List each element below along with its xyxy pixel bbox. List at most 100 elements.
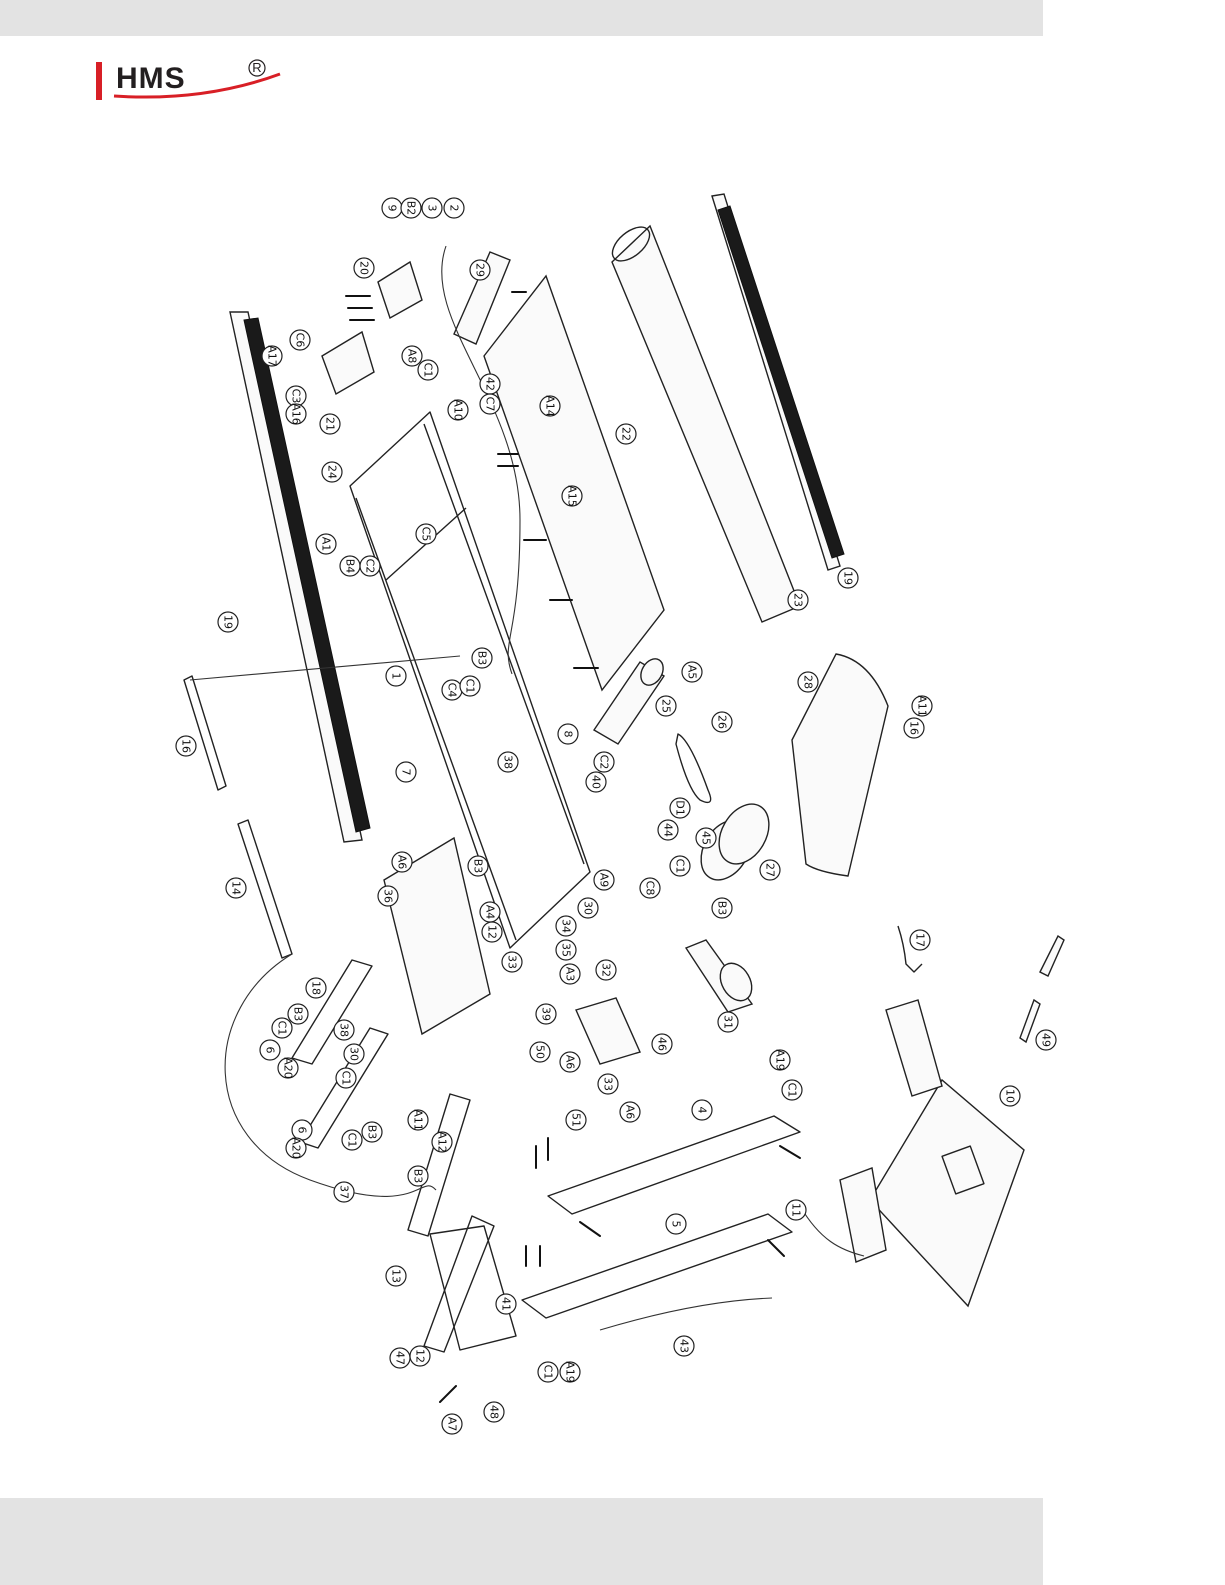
svg-text:C5: C5 bbox=[420, 527, 433, 542]
callout-33-a: 33 bbox=[501, 951, 523, 973]
logo-red-bar bbox=[96, 62, 102, 100]
callout-C4: C4 bbox=[441, 679, 463, 701]
callout-23: 23 bbox=[787, 589, 809, 611]
callout-13: 13 bbox=[385, 1265, 407, 1287]
callout-A19-a: A19 bbox=[769, 1049, 791, 1071]
callout-2: 2 bbox=[443, 197, 465, 219]
callout-12-a: 12 bbox=[481, 921, 503, 943]
svg-text:45: 45 bbox=[700, 831, 713, 845]
callout-10: 10 bbox=[999, 1085, 1021, 1107]
callout-C6: C6 bbox=[289, 329, 311, 351]
svg-text:33: 33 bbox=[506, 955, 519, 969]
svg-text:43: 43 bbox=[678, 1339, 691, 1353]
svg-text:9: 9 bbox=[386, 205, 399, 212]
callout-16-left: 16 bbox=[175, 735, 197, 757]
logo-brand-text: HMS bbox=[116, 62, 186, 95]
callout-40: 40 bbox=[585, 771, 607, 793]
callout-43: 43 bbox=[673, 1335, 695, 1357]
svg-text:A20: A20 bbox=[290, 1137, 303, 1159]
callout-C8: C8 bbox=[639, 877, 661, 899]
callout-A4: A4 bbox=[479, 901, 501, 923]
callout-27: 27 bbox=[759, 859, 781, 881]
svg-text:A6: A6 bbox=[564, 1055, 577, 1070]
svg-text:C1: C1 bbox=[346, 1133, 359, 1148]
svg-text:3: 3 bbox=[426, 205, 439, 212]
callout-28: 28 bbox=[797, 671, 819, 693]
rear-end-caps bbox=[321, 260, 423, 396]
svg-text:16: 16 bbox=[908, 721, 921, 735]
svg-text:C1: C1 bbox=[542, 1365, 555, 1380]
callout-C1-d: C1 bbox=[271, 1017, 293, 1039]
svg-text:26: 26 bbox=[716, 715, 729, 729]
svg-text:A11: A11 bbox=[916, 695, 929, 717]
svg-text:6: 6 bbox=[296, 1127, 309, 1134]
svg-text:30: 30 bbox=[582, 901, 595, 915]
callout-C1-e: C1 bbox=[335, 1067, 357, 1089]
callout-B4: B4 bbox=[339, 555, 361, 577]
logo-registered-mark: R bbox=[252, 60, 261, 75]
wire-harness-main bbox=[441, 245, 521, 675]
running-deck bbox=[483, 274, 665, 692]
callout-42: 42 bbox=[479, 373, 501, 395]
svg-text:39: 39 bbox=[540, 1007, 553, 1021]
svg-text:B3: B3 bbox=[412, 1169, 425, 1184]
callout-C5: C5 bbox=[415, 523, 437, 545]
svg-text:A17: A17 bbox=[266, 345, 279, 367]
svg-text:21: 21 bbox=[324, 417, 337, 431]
svg-text:A8: A8 bbox=[406, 349, 419, 364]
callout-33-b: 33 bbox=[597, 1073, 619, 1095]
callout-C2: C2 bbox=[359, 555, 381, 577]
callout-16-right: 16 bbox=[903, 717, 925, 739]
callout-A1: A1 bbox=[315, 533, 337, 555]
svg-text:37: 37 bbox=[338, 1185, 351, 1199]
callout-46: 46 bbox=[651, 1033, 673, 1055]
callout-C1-f: C1 bbox=[781, 1079, 803, 1101]
controller-board bbox=[575, 997, 641, 1065]
callout-C1-g: C1 bbox=[341, 1129, 363, 1151]
svg-text:4: 4 bbox=[696, 1107, 709, 1114]
svg-text:C1: C1 bbox=[422, 363, 435, 378]
svg-text:A3: A3 bbox=[564, 967, 577, 982]
svg-text:1: 1 bbox=[390, 673, 403, 680]
callout-29: 29 bbox=[469, 259, 491, 281]
svg-text:23: 23 bbox=[792, 593, 805, 607]
svg-text:A15: A15 bbox=[566, 485, 579, 507]
callout-B3-e: B3 bbox=[361, 1121, 383, 1143]
svg-text:51: 51 bbox=[570, 1113, 583, 1127]
callout-34: 34 bbox=[555, 915, 577, 937]
callout-A20-b: A20 bbox=[285, 1137, 307, 1159]
svg-text:42: 42 bbox=[484, 377, 497, 391]
side-rail-left bbox=[229, 311, 371, 843]
svg-text:A16: A16 bbox=[290, 403, 303, 425]
callout-A10: A10 bbox=[447, 399, 469, 421]
svg-text:10: 10 bbox=[1004, 1089, 1017, 1103]
svg-text:7: 7 bbox=[400, 769, 413, 776]
svg-text:38: 38 bbox=[338, 1023, 351, 1037]
svg-text:28: 28 bbox=[802, 675, 815, 689]
wire-base-lead bbox=[599, 1297, 773, 1331]
svg-text:48: 48 bbox=[488, 1405, 501, 1419]
svg-text:A6: A6 bbox=[624, 1105, 637, 1120]
callout-A6-c: A6 bbox=[619, 1101, 641, 1123]
callout-44: 44 bbox=[657, 819, 679, 841]
callout-30-b: 30 bbox=[343, 1043, 365, 1065]
callout-A16: A16 bbox=[285, 403, 307, 425]
callout-11: 11 bbox=[785, 1199, 807, 1221]
svg-text:32: 32 bbox=[600, 963, 613, 977]
svg-text:11: 11 bbox=[790, 1203, 803, 1217]
drive-belt bbox=[675, 733, 712, 804]
callout-C1-a: C1 bbox=[417, 359, 439, 381]
svg-text:B3: B3 bbox=[292, 1007, 305, 1022]
callout-39: 39 bbox=[535, 1003, 557, 1025]
svg-text:C8: C8 bbox=[644, 881, 657, 896]
svg-text:A12: A12 bbox=[436, 1131, 449, 1153]
callout-A8: A8 bbox=[401, 345, 423, 367]
svg-text:C1: C1 bbox=[464, 679, 477, 694]
callout-51: 51 bbox=[565, 1109, 587, 1131]
callout-9: 9 bbox=[381, 197, 403, 219]
svg-text:50: 50 bbox=[534, 1045, 547, 1059]
callout-47: 47 bbox=[389, 1347, 411, 1369]
svg-text:8: 8 bbox=[562, 731, 575, 738]
callout-A17: A17 bbox=[261, 345, 283, 367]
